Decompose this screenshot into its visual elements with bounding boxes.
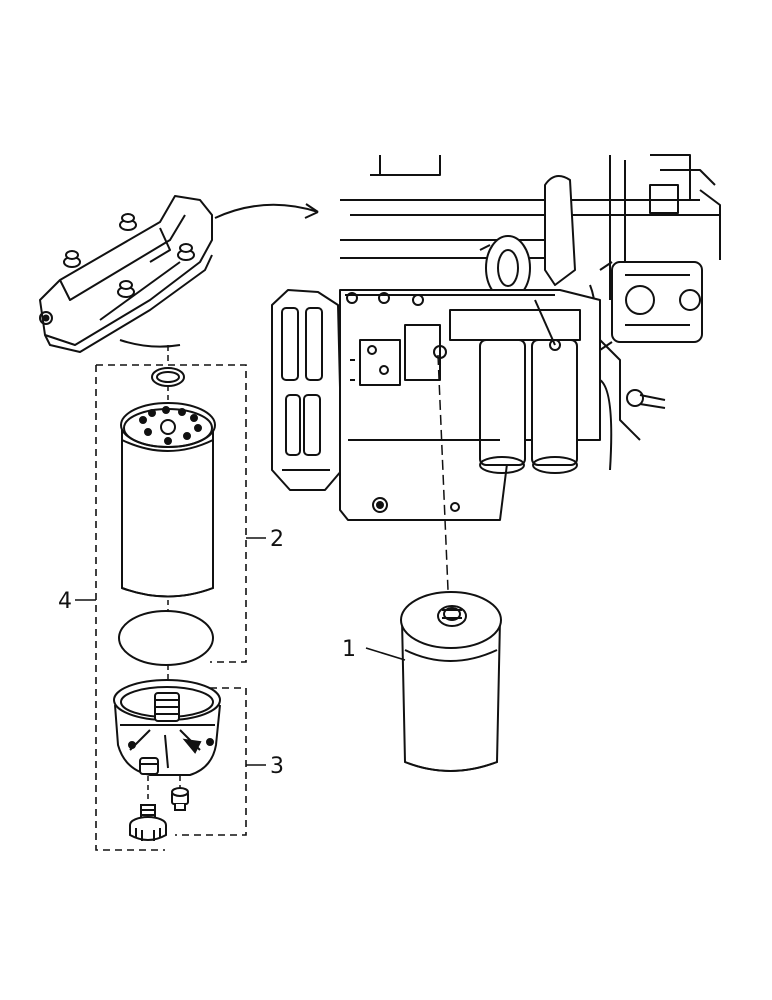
drain-plug <box>129 804 167 841</box>
item-1-filter <box>400 591 502 772</box>
callout-3: 3 <box>270 754 284 779</box>
group-bracket-2 <box>210 420 247 663</box>
callout-leaders <box>75 537 406 766</box>
engine-illustration <box>271 154 721 521</box>
group-bracket-3 <box>175 687 247 836</box>
installation-axis <box>437 354 449 591</box>
sensor-plug <box>171 787 189 811</box>
item-2-filter-element <box>120 402 216 598</box>
callout-2: 2 <box>270 527 284 552</box>
filter-head <box>39 195 213 353</box>
callout-4: 4 <box>58 589 72 614</box>
group-bracket-4 <box>95 364 247 851</box>
o-ring <box>151 367 185 387</box>
gasket-ring <box>118 610 214 666</box>
item-3-filter-bowl <box>113 679 221 776</box>
location-arrow <box>214 203 319 219</box>
callout-1: 1 <box>342 637 356 662</box>
